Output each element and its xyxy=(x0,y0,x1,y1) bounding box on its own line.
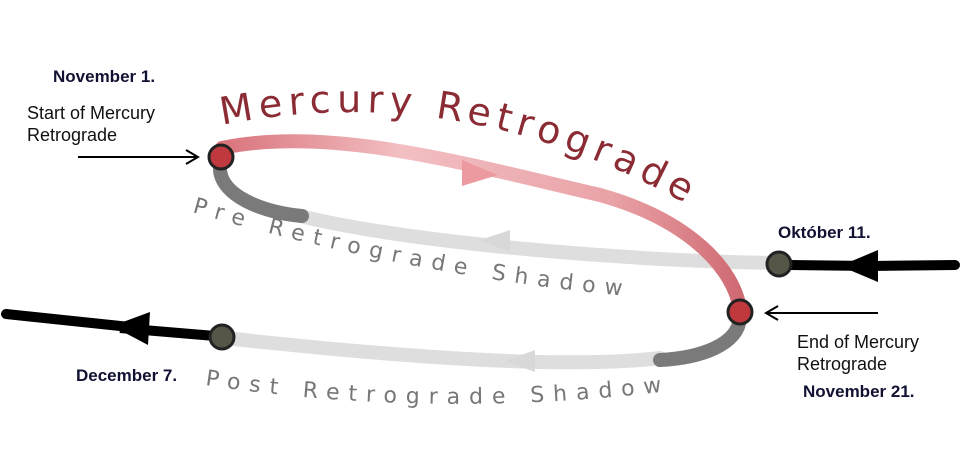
post-shadow-hook xyxy=(653,311,747,367)
retrograde-path xyxy=(215,134,747,317)
end-label-line1: End of Mercury xyxy=(797,332,920,352)
nov1-date-label: November 1. xyxy=(53,67,156,86)
post-shadow-arrow-head xyxy=(505,350,535,372)
incoming-thick-line xyxy=(865,260,960,271)
end-pointer-head xyxy=(764,305,779,321)
oct11-date-label: Október 11. xyxy=(778,223,871,242)
start-pointer-head xyxy=(185,149,200,165)
retrograde-arrow-head xyxy=(462,160,498,186)
pre-shadow-arrow-head xyxy=(480,230,510,252)
outgoing-thick-line-2 xyxy=(1,309,135,332)
post-shadow-end-node xyxy=(208,323,236,351)
end-retrograde-label: End of Mercury Retrograde xyxy=(797,331,919,375)
post-shadow-path xyxy=(218,331,667,370)
incoming-thick-line-2 xyxy=(789,260,871,271)
post-shadow-arc-text: Post Retrograde Shadow xyxy=(204,366,671,410)
start-label-line1: Start of Mercury xyxy=(27,103,156,123)
start-retrograde-node xyxy=(207,143,235,171)
start-label-line2: Retrograde xyxy=(27,125,118,145)
start-retrograde-label: Start of Mercury Retrograde xyxy=(27,102,155,146)
pre-shadow-start-node xyxy=(765,250,793,278)
pre-shadow-hook xyxy=(213,163,309,223)
dec7-date-label: December 7. xyxy=(76,366,178,385)
nov21-date-label: November 21. xyxy=(803,382,915,401)
end-label-line2: Retrograde xyxy=(797,354,888,374)
end-retrograde-node xyxy=(726,298,754,326)
